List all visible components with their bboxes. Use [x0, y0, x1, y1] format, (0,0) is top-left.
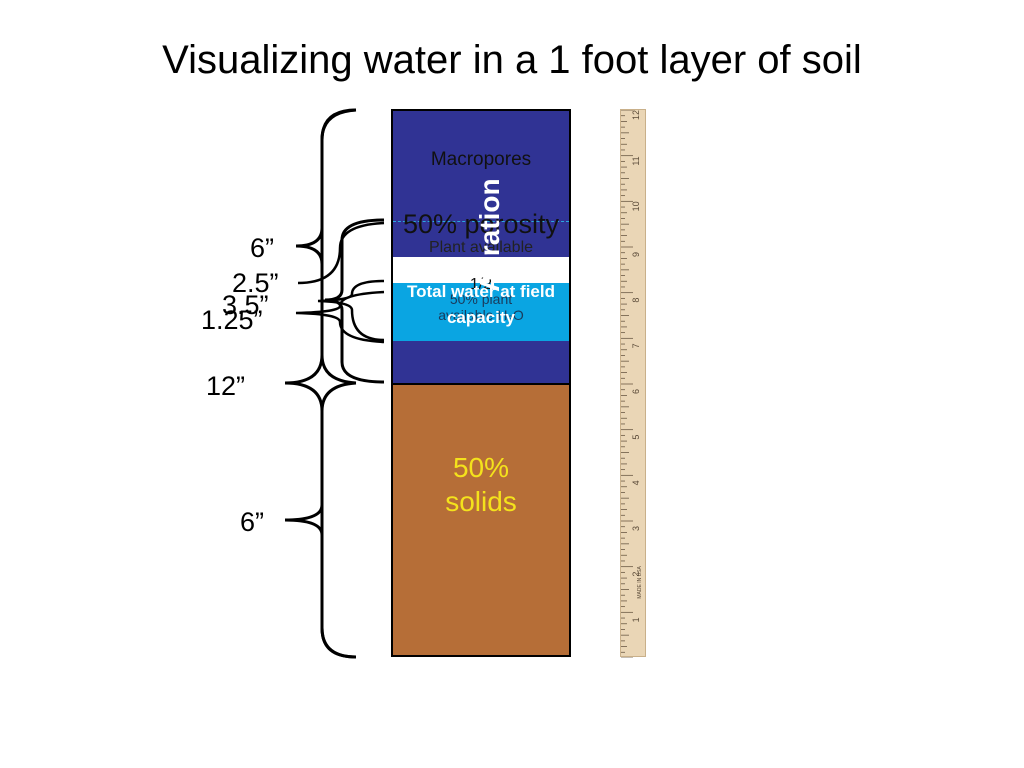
solids-segment [393, 385, 569, 655]
total-water-label: Total water at field capacity [407, 282, 555, 327]
aeration-label: Aeration [474, 178, 505, 292]
ruler-number: 11 [631, 156, 641, 165]
ruler-number: 10 [631, 201, 641, 211]
ruler-number: 1 [631, 617, 641, 622]
label-6in-top: 6” [250, 233, 275, 263]
solids-label: 50% solids [445, 452, 517, 517]
solids-divider [393, 383, 569, 385]
label-1-25in: 1.25” [201, 305, 263, 335]
label-12in: 12” [206, 371, 246, 401]
brace-solids-tip [284, 381, 357, 659]
brace-porosity-top [295, 108, 357, 385]
label-2-5in: 2.5” [232, 268, 279, 298]
plant-available-segment [393, 257, 569, 283]
page-title: Visualizing water in a 1 foot layer of s… [162, 38, 862, 82]
half-label: 1/2 [469, 276, 493, 293]
macropores-segment [393, 111, 569, 257]
ruler-maker-text: MADE IN USA [637, 565, 643, 598]
brace-lower [295, 290, 385, 344]
ruler-number: 3 [631, 526, 641, 531]
field-capacity-segment [393, 283, 569, 341]
ruler-number: 8 [631, 298, 641, 303]
macropores-label: Macropores [430, 149, 532, 170]
brace-white [297, 221, 385, 285]
half-plant-label: 50% plant available H₂O [438, 291, 524, 323]
dashed-line [393, 221, 569, 222]
label-3-5in: 3.5” [222, 290, 269, 320]
ruler-number: 9 [631, 252, 641, 257]
label-6in-bottom: 6” [240, 507, 265, 537]
ruler-number: 7 [631, 343, 641, 348]
soil-column: Macropores 50% porosity Plant available … [391, 109, 571, 657]
ruler-number: 6 [631, 389, 641, 394]
ruler-number: 5 [631, 435, 641, 440]
brace-plant [317, 279, 385, 342]
porosity-label: 50% porosity [402, 209, 560, 239]
ruler-number: 2 [631, 572, 641, 577]
ruler-number: 4 [631, 480, 641, 485]
lower-pore-segment [393, 341, 569, 385]
ruler-number: 12 [631, 110, 641, 120]
plant-available-label: Plant available [428, 239, 534, 256]
